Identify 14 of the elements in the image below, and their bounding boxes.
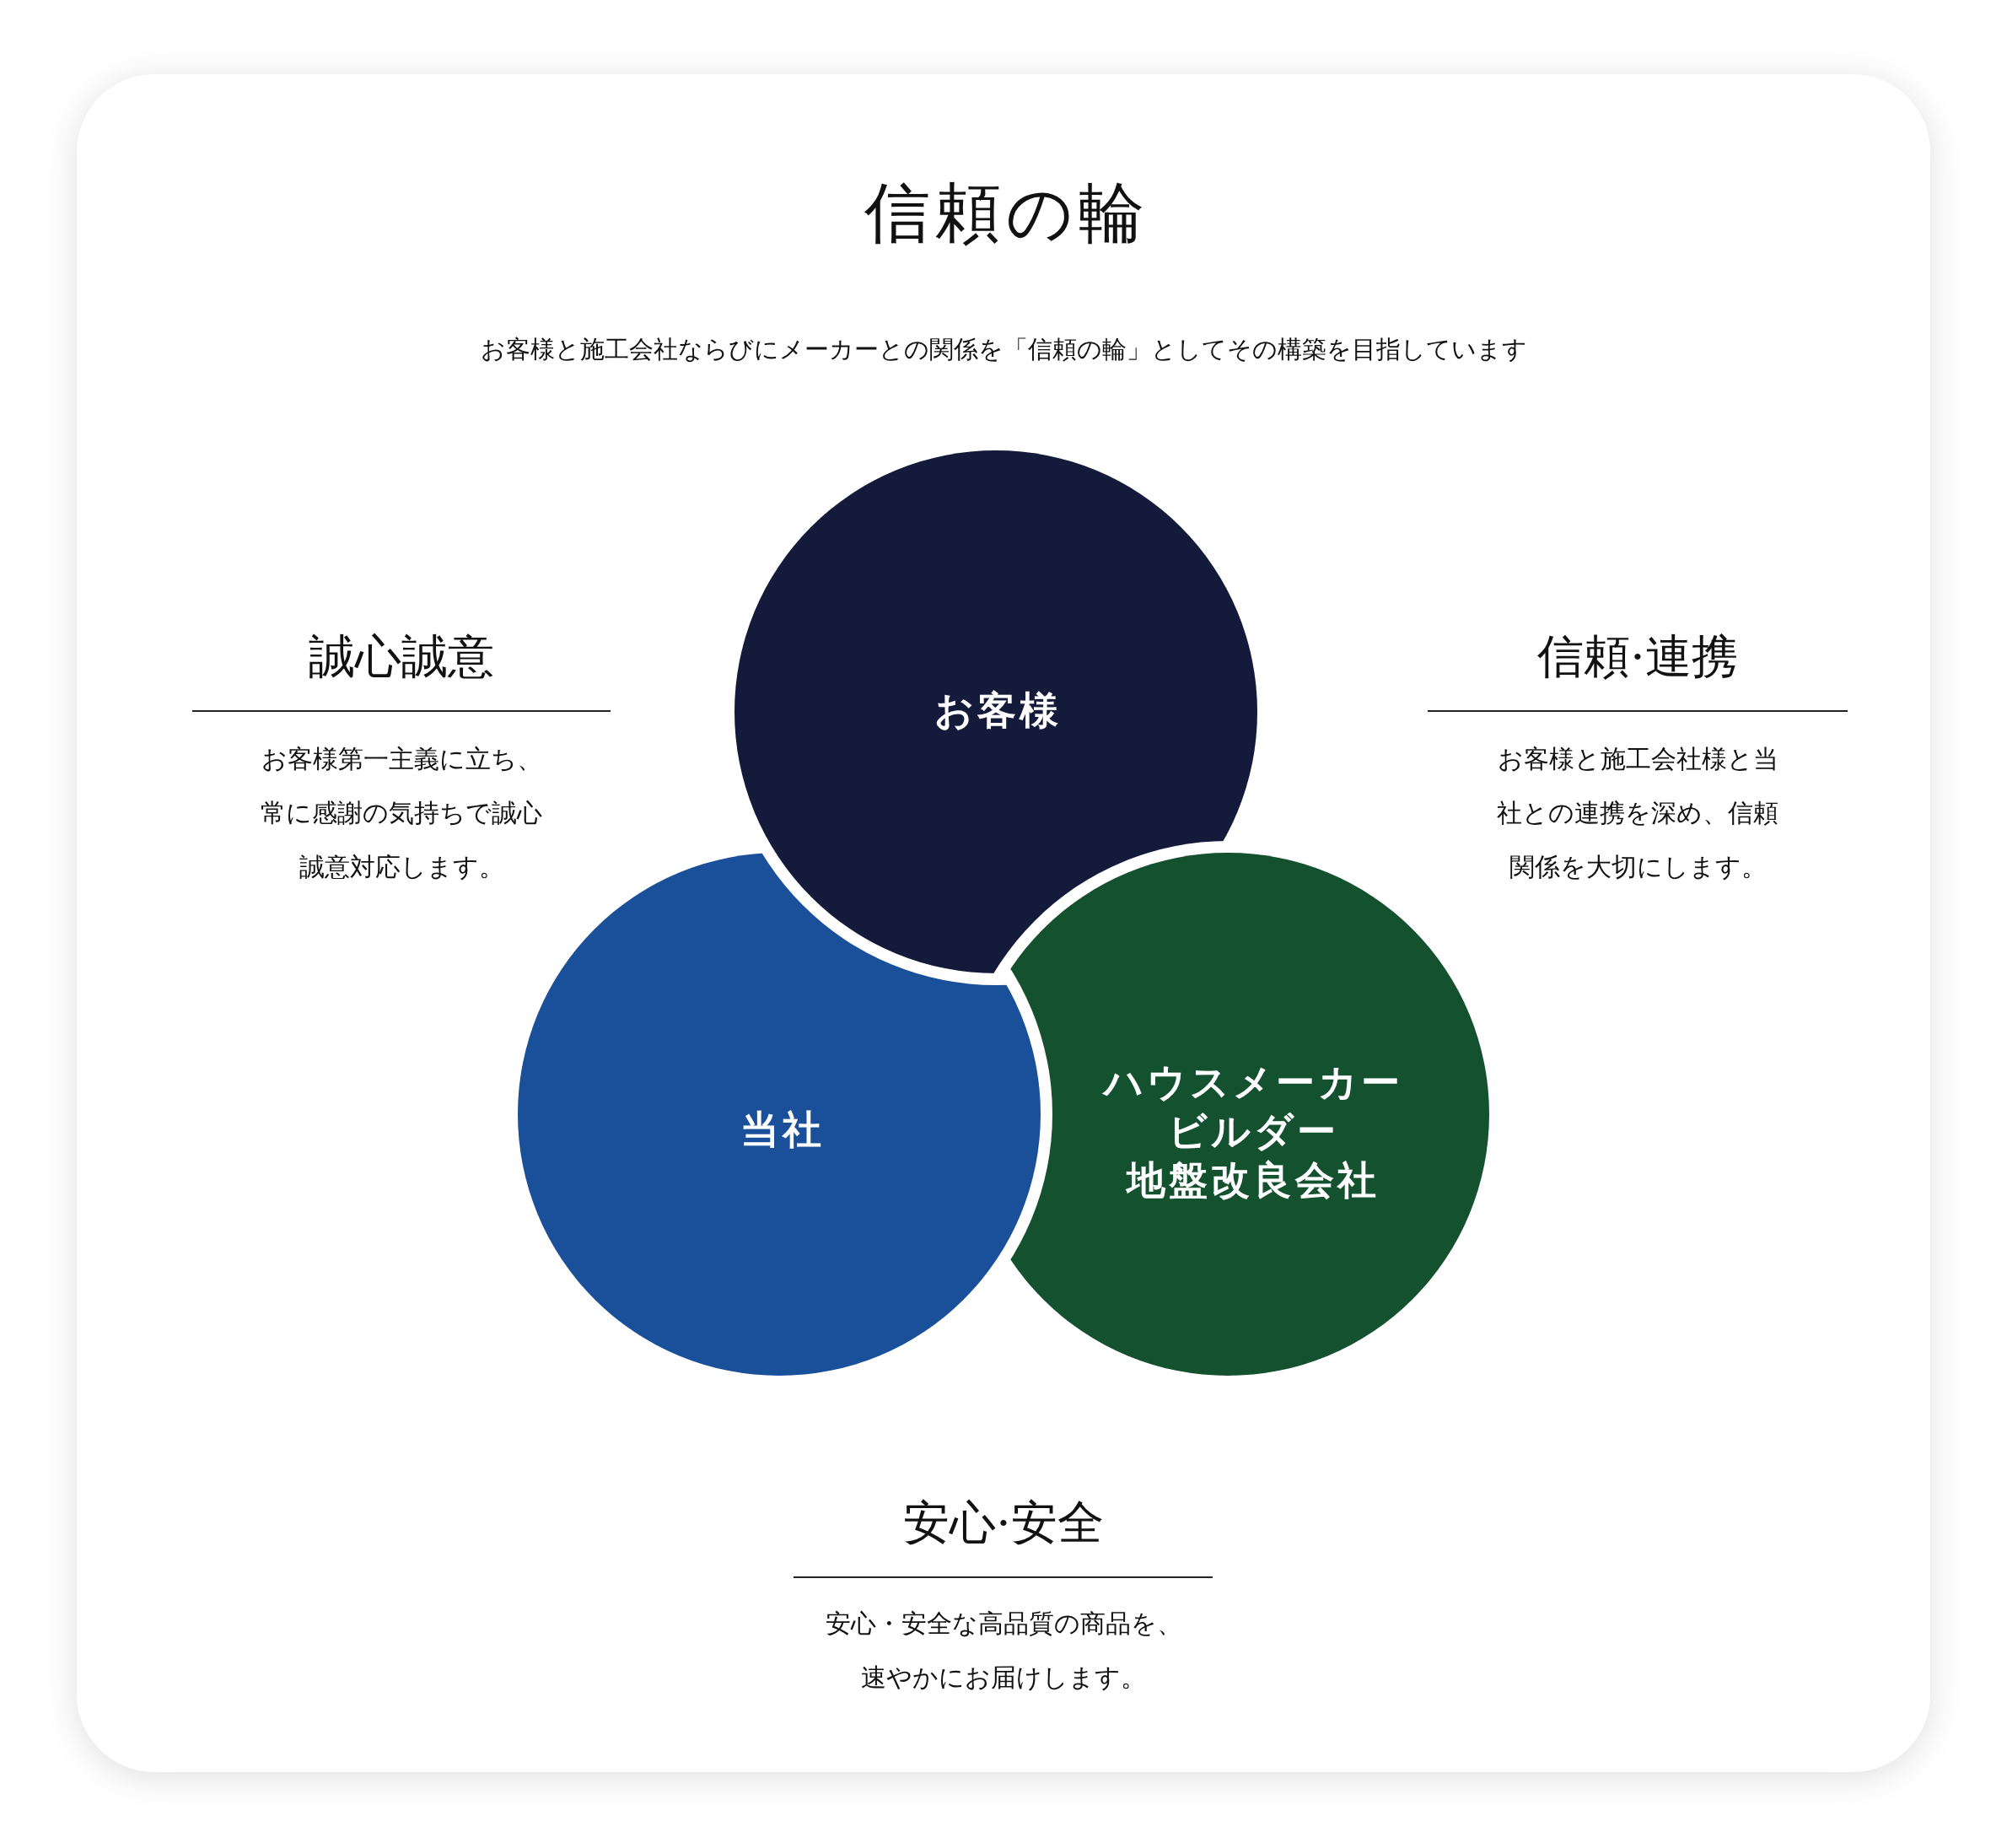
circle-label: お客様 xyxy=(933,687,1062,735)
diagram-title: 信頼の輪 xyxy=(864,174,1149,252)
section-heading: 誠心誠意 xyxy=(309,628,494,684)
description-text: 安心・安全な高品質の商品を、速やかにお届けします。 xyxy=(824,1608,1183,1694)
intro-text: お客様と施工会社ならびにメーカーとの関係を「信頼の輪」としてその構築を目指しています xyxy=(480,334,1527,365)
circle-label: 地盤改良会社 xyxy=(1124,1156,1380,1204)
description-text: お客様と施工会社様と当社との連携を深め、信頼関係を大切にします。 xyxy=(1496,743,1779,883)
circle-label: 当社 xyxy=(740,1106,825,1154)
section-heading: 信頼·連携 xyxy=(1537,628,1738,684)
circle-label: ハウスメーカー xyxy=(1101,1059,1403,1107)
section-heading: 安心·安全 xyxy=(903,1495,1104,1550)
circle-label: ビルダー xyxy=(1166,1107,1339,1156)
circle xyxy=(734,450,1257,973)
description-text: お客様第一主義に立ち、常に感謝の気持ちで誠心誠意対応します。 xyxy=(260,743,543,883)
